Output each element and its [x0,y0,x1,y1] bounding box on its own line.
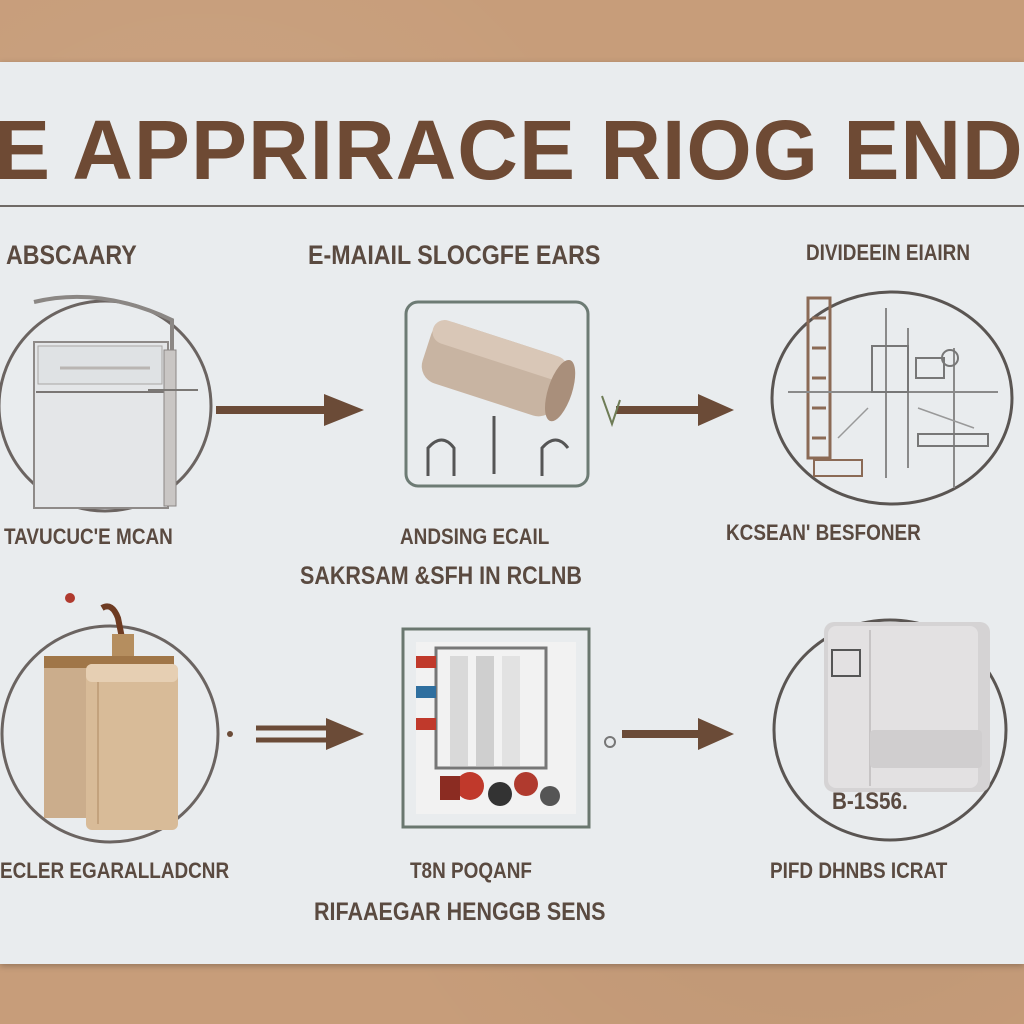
stage-5-caption: T8N POQANF [410,858,532,883]
refrigerator-icon [0,294,213,513]
stage-3-heading: DIVIDEEIN EIAIRN [806,240,971,265]
machinery-icon [401,627,591,829]
stage-2-heading: E-MAIAIL SLOCGFE EARS [308,240,601,270]
poster-title: E APPRIRACE RIOG ENDSTIN [0,103,1024,197]
stage-6-caption: PIFD DHNBS ICRAT [770,858,948,883]
stage-3-caption: KCSEAN' BESFONER [726,520,921,545]
stage-6-mark: B-1S56. [832,788,908,815]
flow-arrow-2 [601,394,734,428]
poster: E APPRIRACE RIOG ENDSTIN ABSCAARY E-MAIA… [0,62,1024,964]
stage-1-caption: TAVUCUC'E MCAN [4,524,173,549]
flow-arrow-4 [604,718,734,750]
title-divider [0,205,1024,207]
box-container-icon [0,593,220,844]
stage-2-caption-secondary: SAKRSAM &SFH IN RCLNB [300,562,582,590]
flow-arrow-3 [227,718,364,750]
stage-1-heading: ABSCAARY [6,240,137,270]
stage-5-caption-secondary: RIFAAEGAR HENGGB SENS [314,898,606,926]
washer-icon [772,618,1008,842]
schematic-icon [770,290,1014,506]
stage-2-caption: ANDSING ECAIL [400,524,550,549]
stage-4-caption: ECLER EGARALLADCNR [0,858,230,883]
cylinder-icon [404,300,590,488]
flow-arrow-1 [216,394,364,426]
